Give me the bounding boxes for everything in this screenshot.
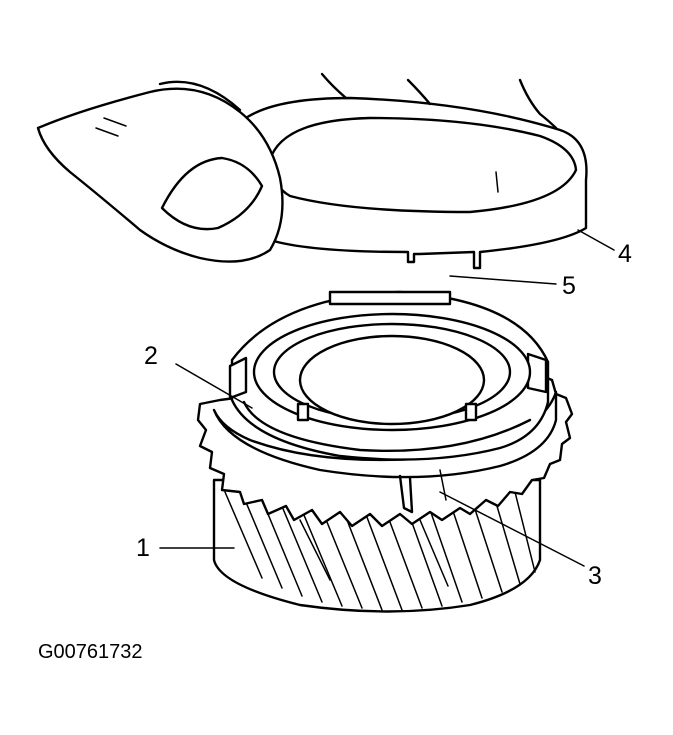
- leader-lines: [159, 229, 615, 567]
- callout-4: 4: [618, 240, 632, 268]
- spring-ring: [226, 96, 588, 270]
- callout-5: 5: [562, 272, 576, 300]
- finger: [36, 72, 558, 263]
- callout-1: 1: [136, 534, 150, 562]
- callout-2: 2: [144, 342, 158, 370]
- figure-id: G00761732: [38, 641, 143, 663]
- callout-3: 3: [588, 562, 602, 590]
- synchronizer-ring: [228, 290, 550, 461]
